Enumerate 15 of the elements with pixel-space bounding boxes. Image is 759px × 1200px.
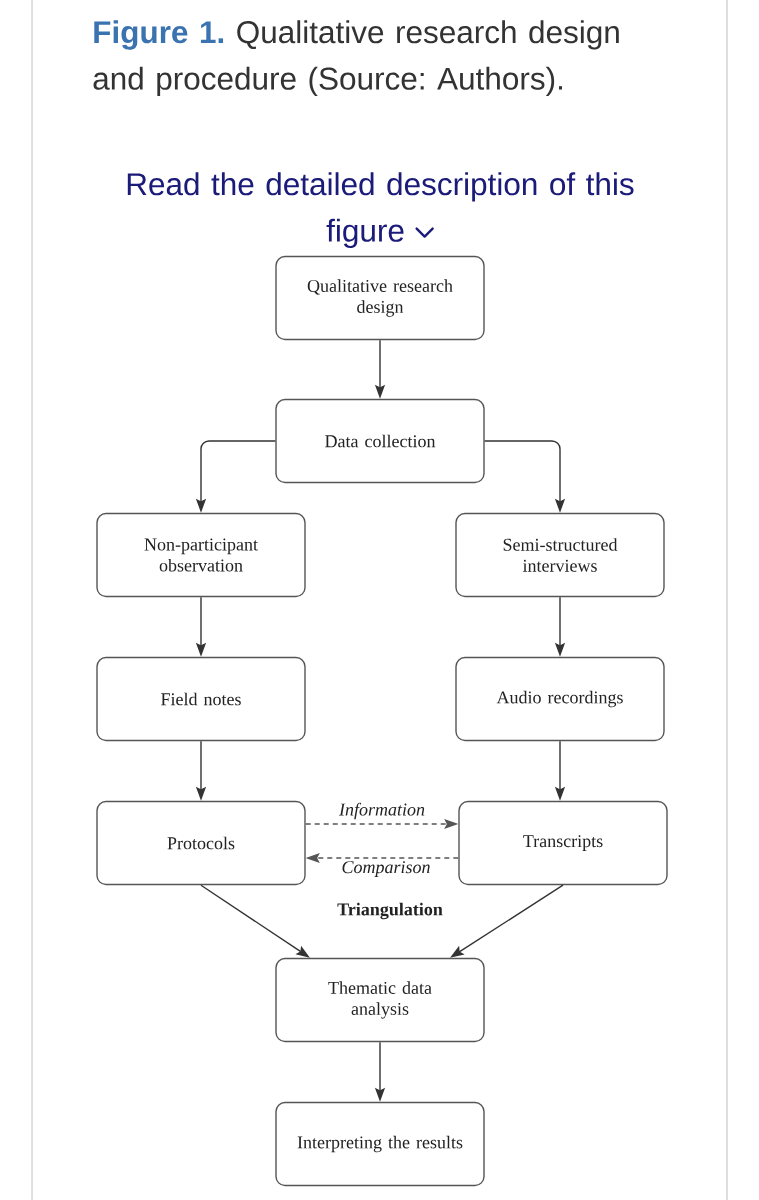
figure-caption: Figure 1. Qualitative research design and procedure (Source: Authors). [93, 20, 619, 97]
process-box: Audio recordings [455, 656, 665, 742]
process-box: Transcripts [458, 800, 668, 886]
edge-label: Information [338, 801, 426, 821]
process-box: Data collection [275, 398, 485, 484]
edge-label: Comparison [340, 860, 432, 878]
process-box: Thematic data analysis [275, 957, 485, 1043]
process-box: Non-participant observation [96, 512, 306, 598]
process-box: Semi-structured interviews [455, 512, 665, 598]
process-box: Qualitative research design [275, 255, 485, 341]
process-box: Protocols [96, 800, 306, 886]
annotation-text: Triangulation [337, 902, 443, 920]
process-box: Interpreting the results [275, 1101, 485, 1187]
description-link: Read the detailed description of this figure [127, 172, 634, 249]
process-box: Field notes [96, 656, 306, 742]
